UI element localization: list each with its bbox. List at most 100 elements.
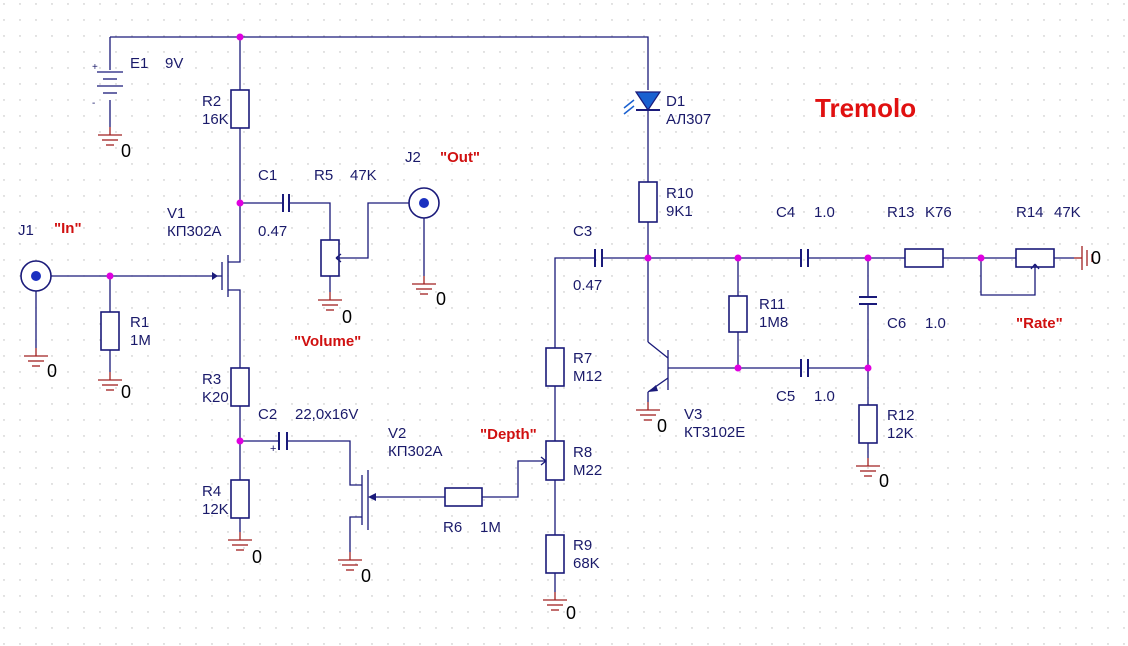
r14-value: 47K xyxy=(1054,204,1081,221)
c3-ref: C3 xyxy=(573,223,592,240)
volume-annotation: "Volume" xyxy=(294,333,361,350)
ground-label: 0 xyxy=(566,603,576,623)
j1-ref: J1 xyxy=(18,222,34,239)
svg-text:+: + xyxy=(270,443,276,455)
v2-ref: V2 xyxy=(388,425,406,442)
j2-ref: J2 xyxy=(405,149,421,166)
v3-ref: V3 xyxy=(684,406,702,423)
v1-gate-arrow xyxy=(212,272,218,280)
r2-ref: R2 xyxy=(202,93,221,110)
ground-label: 0 xyxy=(657,416,667,436)
r7-ref: R7 xyxy=(573,350,592,367)
r12-ref: R12 xyxy=(887,407,915,424)
r6-value: 1M xyxy=(480,519,501,536)
ground-label: 0 xyxy=(361,566,371,586)
c6-ref: C6 xyxy=(887,315,906,332)
ground-label: 0 xyxy=(121,141,131,161)
wiper-arrow xyxy=(540,456,547,466)
resistor-r11 xyxy=(728,295,748,333)
c3-value: 0.47 xyxy=(573,277,602,294)
r14-ref: R14 xyxy=(1016,204,1044,221)
jack-j1 xyxy=(20,260,52,292)
c2-value: 22,0x16V xyxy=(295,406,358,423)
resistor-r10 xyxy=(638,181,658,223)
resistor-r7 xyxy=(545,347,565,387)
ground-label: 0 xyxy=(1091,248,1101,268)
resistor-r9 xyxy=(545,534,565,574)
r9-value: 68K xyxy=(573,555,600,572)
wiper-arrow xyxy=(335,253,342,263)
wires xyxy=(35,36,1074,592)
capacitor-c2: + xyxy=(270,432,288,455)
c6-value: 1.0 xyxy=(925,315,946,332)
resistor-r3 xyxy=(230,367,250,407)
v2-value: КП302А xyxy=(388,443,443,460)
v1-ref: V1 xyxy=(167,205,185,222)
v3-emitter-arrow xyxy=(648,385,658,392)
r3-value: K20 xyxy=(202,389,229,406)
r6-ref: R6 xyxy=(443,519,462,536)
capacitor-c6 xyxy=(859,296,877,305)
r4-ref: R4 xyxy=(202,483,221,500)
c5-value: 1.0 xyxy=(814,388,835,405)
r3-ref: R3 xyxy=(202,371,221,388)
r10-ref: R10 xyxy=(666,185,694,202)
c2-ref: C2 xyxy=(258,406,277,423)
e1-value: 9V xyxy=(165,55,183,72)
c1-value: 0.47 xyxy=(258,223,287,240)
r12-value: 12K xyxy=(887,425,914,442)
r13-value: K76 xyxy=(925,204,952,221)
v1-value: КП302А xyxy=(167,223,222,240)
c4-value: 1.0 xyxy=(814,204,835,221)
r5-value: 47K xyxy=(350,167,377,184)
r4-value: 12K xyxy=(202,501,229,518)
battery-e1: + - xyxy=(92,62,123,109)
junction-dots xyxy=(106,33,985,445)
ground-label: 0 xyxy=(879,471,889,491)
potentiometer-r8 xyxy=(545,440,565,481)
resistor-r12 xyxy=(858,404,878,444)
r1-ref: R1 xyxy=(130,314,149,331)
resistor-r6 xyxy=(444,487,483,507)
resistor-r13 xyxy=(904,248,944,268)
r13-ref: R13 xyxy=(887,204,915,221)
r11-value: 1M8 xyxy=(759,314,788,331)
ground-label: 0 xyxy=(342,307,352,327)
capacitor-c3 xyxy=(594,249,603,267)
capacitor-c4 xyxy=(800,249,809,267)
d1-value: АЛ307 xyxy=(666,111,711,128)
ground-label: 0 xyxy=(436,289,446,309)
depth-annotation: "Depth" xyxy=(480,426,537,443)
j1-name: "In" xyxy=(54,220,82,237)
ground-label: 0 xyxy=(47,361,57,381)
r1-value: 1M xyxy=(130,332,151,349)
r2-value: 16K xyxy=(202,111,229,128)
ground-label: 0 xyxy=(252,547,262,567)
r9-ref: R9 xyxy=(573,537,592,554)
r7-value: M12 xyxy=(573,368,602,385)
r5-ref: R5 xyxy=(314,167,333,184)
c4-ref: C4 xyxy=(776,204,795,221)
r8-value: M22 xyxy=(573,462,602,479)
resistor-r2 xyxy=(230,89,250,129)
ground-label: 0 xyxy=(121,382,131,402)
led-d1 xyxy=(623,91,662,115)
rate-annotation: "Rate" xyxy=(1016,315,1063,332)
c5-ref: C5 xyxy=(776,388,795,405)
r8-ref: R8 xyxy=(573,444,592,461)
resistor-r1 xyxy=(100,311,120,351)
wiper-arrow xyxy=(1030,263,1040,270)
capacitor-c5 xyxy=(800,359,809,377)
j2-name: "Out" xyxy=(440,149,480,166)
r11-ref: R11 xyxy=(759,296,785,313)
e1-ref: E1 xyxy=(130,55,148,72)
v2-gate-arrow xyxy=(368,493,376,501)
jack-j2 xyxy=(408,187,440,219)
svg-text:-: - xyxy=(92,98,95,109)
capacitor-c1 xyxy=(282,194,290,212)
svg-text:+: + xyxy=(92,62,98,73)
v3-value: КТ3102Е xyxy=(684,424,745,441)
d1-ref: D1 xyxy=(666,93,685,110)
r10-value: 9K1 xyxy=(666,203,693,220)
